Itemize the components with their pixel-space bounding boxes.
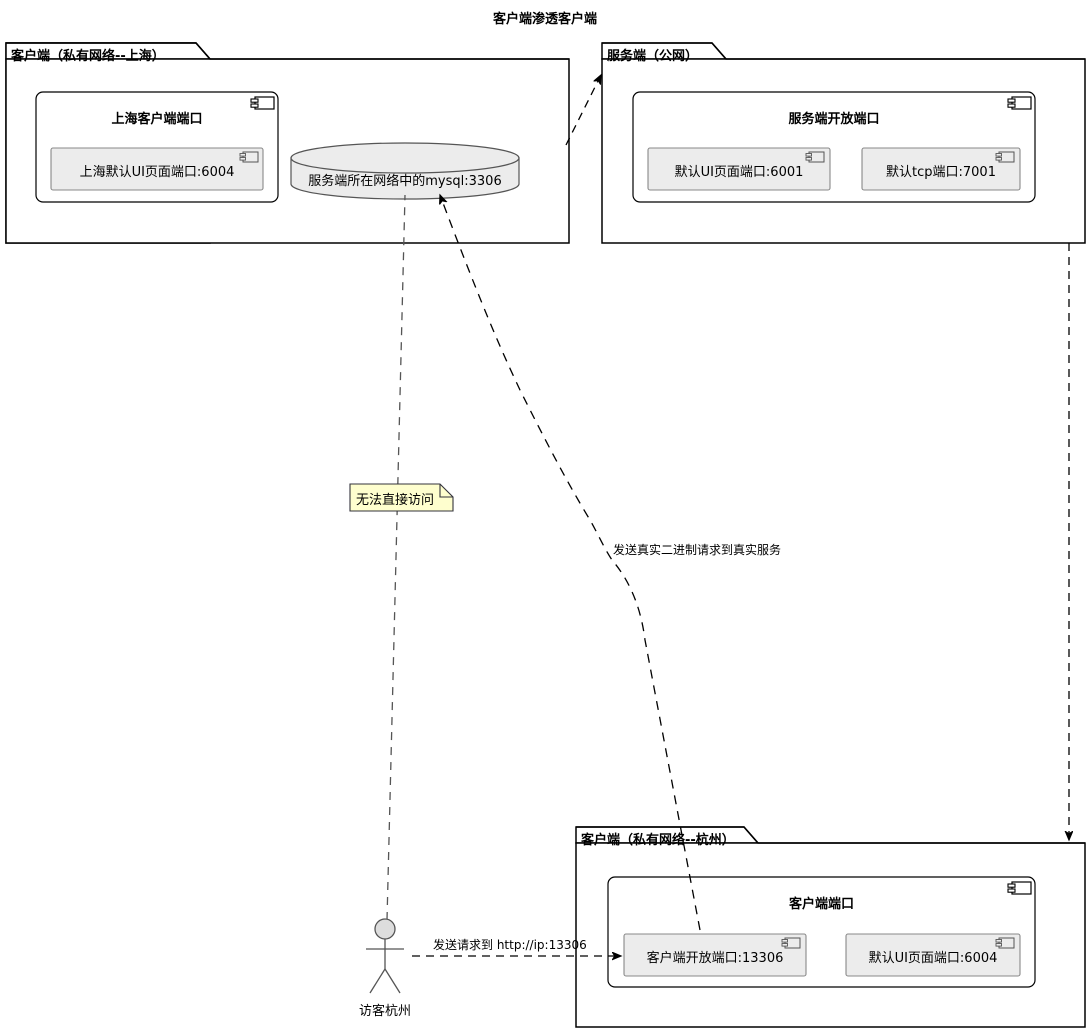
component-hangzhou-open-port[interactable] bbox=[623, 933, 807, 977]
edge-label-http-request: 发送请求到 http://ip:13306 bbox=[433, 938, 587, 952]
actor-label-visitor-hangzhou: 访客杭州 bbox=[358, 1004, 411, 1019]
node-title-hangzhou-client-port: 客户端端口 bbox=[788, 897, 854, 912]
edge-shanghai-to-server bbox=[565, 75, 601, 146]
edge-actor-to-mysql bbox=[386, 194, 406, 921]
note-no-direct-access[interactable] bbox=[349, 483, 454, 512]
component-icon bbox=[239, 151, 259, 163]
component-label-hangzhou-open-port: 客户端开放端口:13306 bbox=[646, 951, 784, 966]
component-label-server-tcp-port: 默认tcp端口:7001 bbox=[886, 165, 996, 180]
database-mysql[interactable] bbox=[290, 142, 520, 200]
component-icon bbox=[805, 151, 825, 163]
component-icon bbox=[1007, 96, 1032, 110]
package-label-shanghai-client: 客户端（私有网络--上海） bbox=[11, 49, 165, 64]
package-label-hangzhou-client: 客户端（私有网络--杭州） bbox=[581, 833, 735, 848]
package-label-server-public: 服务端（公网） bbox=[607, 49, 699, 64]
page-title: 客户端渗透客户端 bbox=[492, 12, 597, 27]
component-server-tcp-port[interactable] bbox=[861, 147, 1021, 191]
component-icon bbox=[781, 937, 801, 949]
actor-visitor-hangzhou[interactable] bbox=[366, 918, 404, 994]
component-icon bbox=[995, 937, 1015, 949]
component-icon bbox=[250, 96, 275, 110]
component-shanghai-ui-port[interactable] bbox=[50, 147, 264, 191]
database-label-mysql: 服务端所在网络中的mysql:3306 bbox=[308, 174, 502, 189]
component-label-hangzhou-ui-port: 默认UI页面端口:6004 bbox=[868, 951, 998, 966]
component-icon bbox=[1007, 881, 1032, 895]
note-text-no-direct-access: 无法直接访问 bbox=[356, 493, 435, 508]
node-title-server-open-port: 服务端开放端口 bbox=[788, 112, 880, 127]
component-label-shanghai-ui-port: 上海默认UI页面端口:6004 bbox=[79, 165, 235, 180]
component-hangzhou-ui-port[interactable] bbox=[845, 933, 1021, 977]
component-server-ui-port[interactable] bbox=[647, 147, 831, 191]
edge-hangzhou-to-mysql bbox=[440, 195, 701, 931]
component-label-server-ui-port: 默认UI页面端口:6001 bbox=[674, 165, 804, 180]
component-icon bbox=[995, 151, 1015, 163]
node-title-shanghai-client-port: 上海客户端端口 bbox=[111, 112, 203, 127]
edge-label-binary-request: 发送真实二进制请求到真实服务 bbox=[613, 543, 782, 557]
